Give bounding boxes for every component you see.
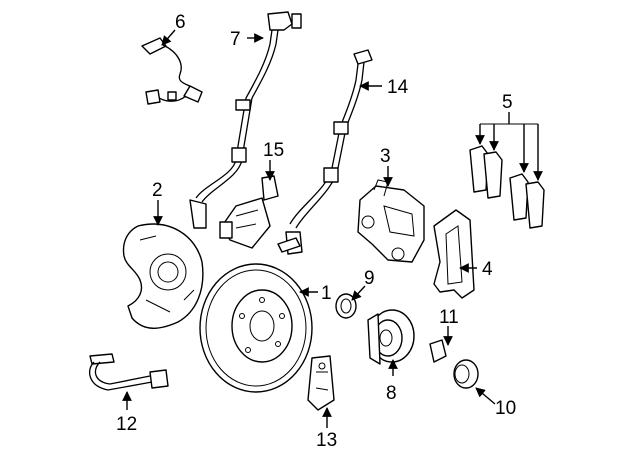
callout-13: 13	[316, 430, 337, 451]
wheel-hub-8	[367, 309, 415, 365]
caliper-bracket-4	[433, 209, 475, 299]
sensor-wire-14	[277, 49, 373, 255]
callout-4: 4	[482, 259, 493, 280]
leader-lines	[122, 29, 543, 428]
callout-9: 9	[364, 268, 375, 289]
wheel-speed-sensor-6	[141, 37, 203, 105]
callout-11: 11	[439, 307, 459, 328]
brake-rotor-1	[199, 263, 313, 393]
brake-caliper-3	[357, 179, 425, 263]
callout-15: 15	[263, 140, 284, 161]
clip-11	[429, 339, 447, 363]
seal-9	[335, 293, 357, 319]
callout-10: 10	[495, 398, 516, 419]
splash-shield-2	[122, 223, 204, 329]
callout-3: 3	[380, 146, 391, 167]
sensor-wire-7	[189, 11, 302, 229]
cap-10	[453, 359, 479, 389]
sensor-bracket-15	[219, 175, 279, 249]
brake-hose-12	[88, 353, 169, 391]
callout-6: 6	[175, 12, 186, 33]
callout-5: 5	[502, 92, 513, 113]
callout-12: 12	[116, 414, 137, 435]
callout-14: 14	[387, 77, 409, 98]
bracket-13	[307, 355, 335, 411]
brake-pads-5	[469, 145, 545, 229]
callout-1: 1	[321, 283, 332, 304]
callout-8: 8	[386, 383, 397, 404]
callout-7: 7	[230, 29, 241, 50]
callout-2: 2	[152, 180, 163, 201]
